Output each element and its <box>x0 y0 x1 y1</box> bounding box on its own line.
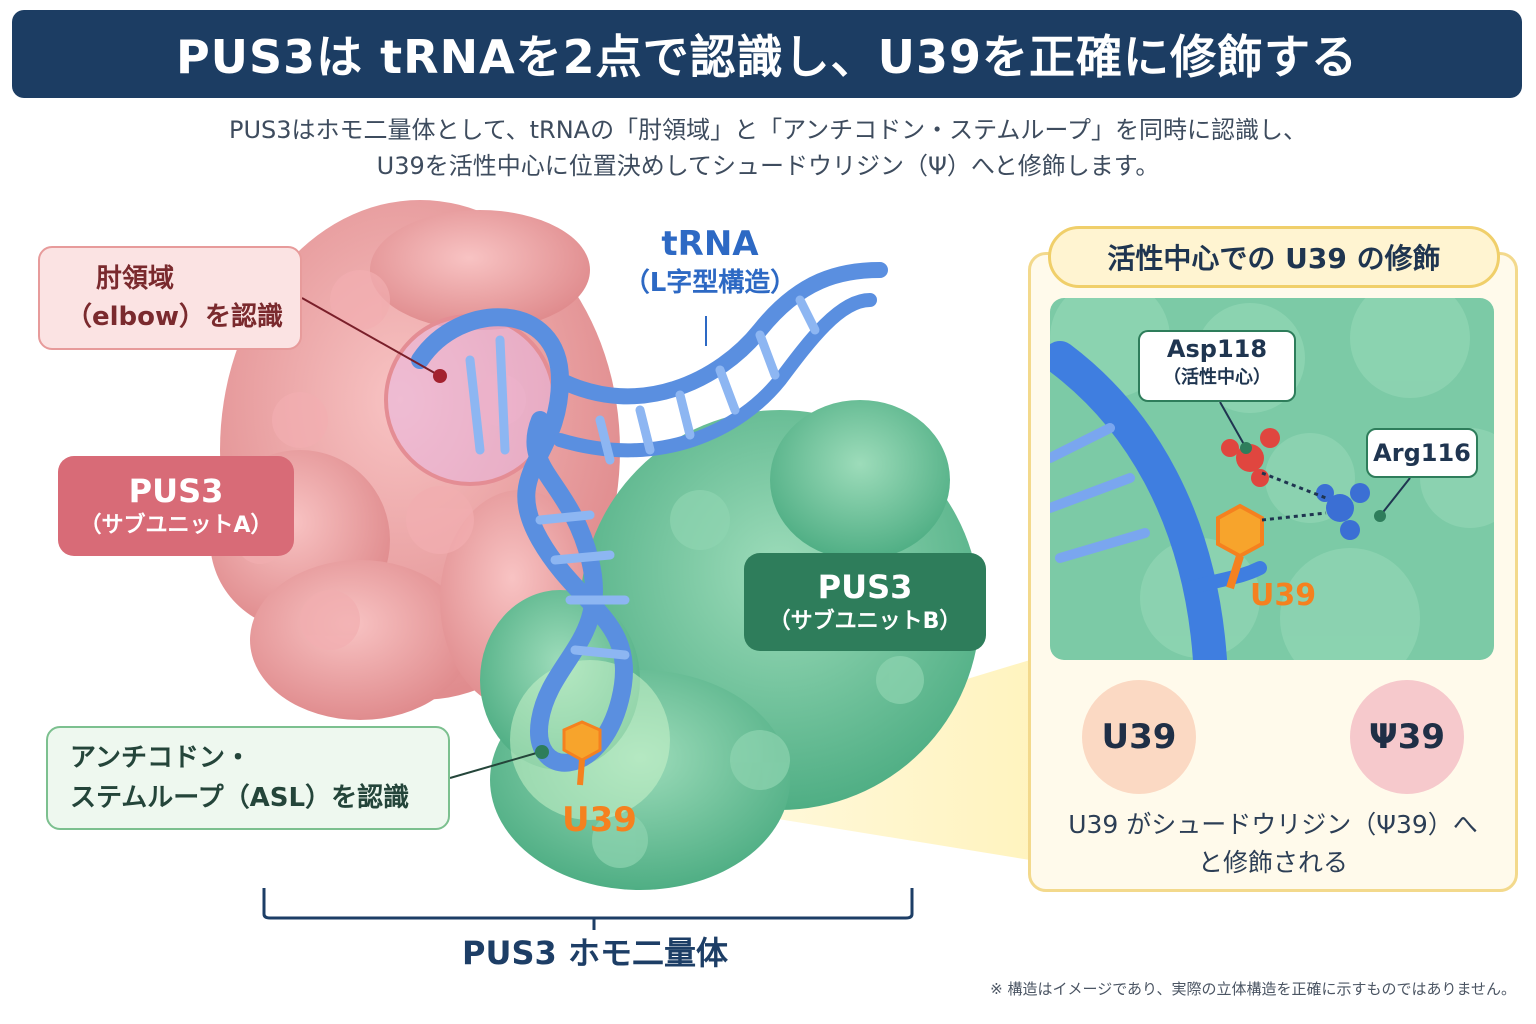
arg116-label: Arg116 <box>1366 428 1478 478</box>
asp-pointer-dot <box>1240 442 1252 454</box>
leader-lines <box>301 297 441 377</box>
asl-pointer-dot <box>535 745 549 759</box>
trna-base-pairs <box>465 295 820 660</box>
inset-protein-surface <box>1050 298 1494 660</box>
subtitle-line-2: U39を活性中心に位置決めしてシュードウリジン（Ψ）へと修飾します。 <box>376 152 1160 180</box>
page-title: PUS3は tRNAを2点で認識し、U39を正確に修飾する <box>175 30 1359 84</box>
u39-molecule-main <box>562 720 602 786</box>
footnote: ※ 構造はイメージであり、実際の立体構造を正確に示すものではありません。 <box>990 980 1516 998</box>
callout-asl: アンチコドン・ ステムループ（ASL）を認識 <box>46 726 450 830</box>
u39-circle: U39 <box>1082 680 1196 794</box>
subtitle: PUS3はホモ二量体として、tRNAの「肘領域」と「アンチコドン・ステムループ」… <box>0 112 1536 184</box>
callout-subunit-a: PUS3 （サブユニットA） <box>58 456 294 556</box>
inset-leader-lines <box>1219 401 1411 517</box>
callout-asl-line1: アンチコドン・ <box>70 743 251 773</box>
trna-name: tRNA <box>661 224 759 264</box>
callout-elbow: 肘領域 （elbow）を認識 <box>38 246 302 350</box>
conversion-line2: と修飾される <box>1197 848 1348 877</box>
elbow-pointer-dot <box>433 369 447 383</box>
psi39-circle: Ψ39 <box>1350 680 1464 794</box>
asl-leader-line <box>449 751 541 779</box>
arg-pointer-dot <box>1374 510 1386 522</box>
homodimer-bracket <box>262 888 914 930</box>
subunit-a-name: PUS3 <box>128 472 224 510</box>
inset-u39-molecule <box>1216 503 1264 590</box>
asp118-label: Asp118 （活性中心） <box>1138 330 1296 402</box>
subunit-b-desc: （サブユニットB） <box>768 609 962 634</box>
callout-elbow-line1: 肘領域 <box>96 264 175 294</box>
u39-label-main: U39 <box>562 800 637 840</box>
homodimer-label: PUS3 ホモ二量体 <box>462 934 728 972</box>
trna-label: tRNA （L字型構造） <box>610 222 810 300</box>
title-banner: PUS3は tRNAを2点で認識し、U39を正確に修飾する <box>12 10 1522 98</box>
u39-label-inset: U39 <box>1250 578 1317 613</box>
subtitle-line-1: PUS3はホモ二量体として、tRNAの「肘領域」と「アンチコドン・ステムループ」… <box>229 116 1307 144</box>
callout-elbow-line2: （elbow）を認識 <box>66 302 284 332</box>
conversion-description: U39 がシュードウリジン（Ψ39）へ と修飾される <box>1040 806 1506 882</box>
callout-asl-line2: ステムループ（ASL）を認識 <box>70 783 410 813</box>
inset-hydrogen-bonds <box>1261 471 1327 522</box>
subunit-a-desc: （サブユニットA） <box>79 513 273 538</box>
subunit-b-name: PUS3 <box>817 568 913 606</box>
asp118-desc: （活性中心） <box>1163 367 1271 388</box>
callout-subunit-b: PUS3 （サブユニットB） <box>744 553 986 651</box>
inset-arg116-molecule <box>1316 483 1370 540</box>
conversion-line1: U39 がシュードウリジン（Ψ39）へ <box>1068 810 1478 839</box>
active-site-illustration <box>1050 298 1494 660</box>
trna-desc: （L字型構造） <box>623 268 797 298</box>
asp118-name: Asp118 <box>1166 335 1268 363</box>
active-site-panel-title: 活性中心での U39 の修飾 <box>1048 226 1500 288</box>
active-site-inset <box>1050 298 1494 660</box>
inset-base-pairs <box>1050 423 1150 563</box>
